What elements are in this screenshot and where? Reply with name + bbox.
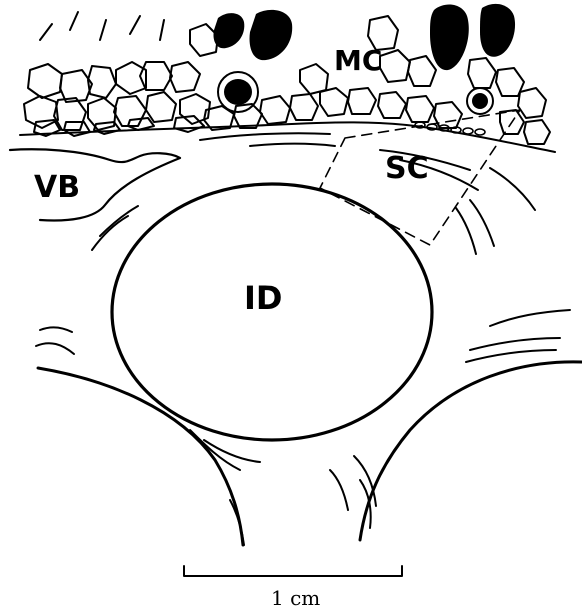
mucilage-cell <box>480 4 515 57</box>
label-id: ID <box>244 279 282 317</box>
scale-bar-label: 1 cm <box>271 586 320 610</box>
label-sc: SC <box>385 151 429 186</box>
mucilage-cell <box>250 10 293 60</box>
scale-bar: 1 cm <box>184 566 402 610</box>
mucilage-cell <box>214 13 245 48</box>
mucilage-cell <box>224 79 252 105</box>
lower-left-tissue-edge <box>38 368 243 545</box>
mucilage-cell <box>472 93 488 109</box>
mucilage-cell <box>430 5 469 71</box>
tissue-lower-boundary <box>20 122 555 152</box>
label-vb: VB <box>34 170 80 205</box>
label-mc: MC <box>334 44 382 77</box>
lower-right-tissue-edge <box>360 362 582 540</box>
scale-bar-line <box>184 566 402 576</box>
